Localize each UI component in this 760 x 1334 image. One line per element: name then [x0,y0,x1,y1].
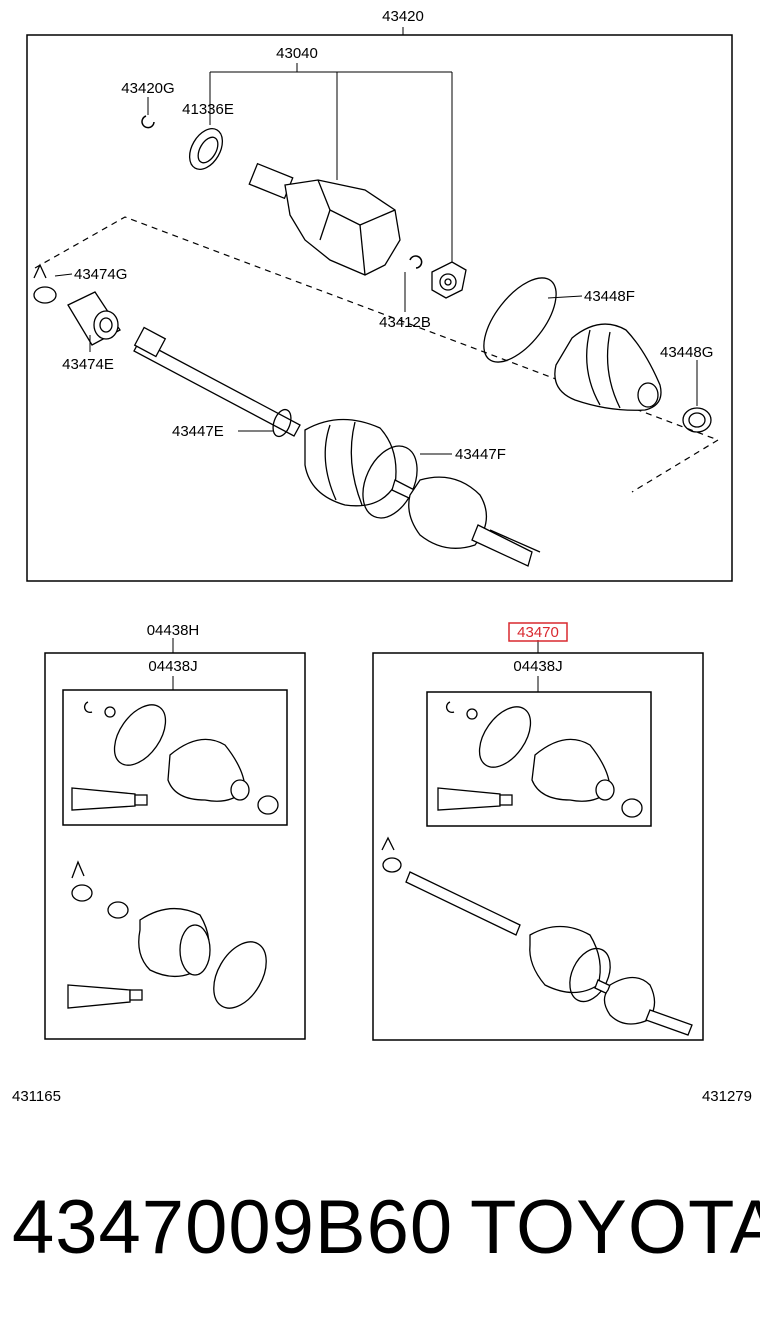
kit-left-frame [44,652,306,1040]
kit-right-inner-frame [426,691,652,827]
label-main-assembly[interactable]: 43420 [382,8,424,25]
inboard-joint-housing [248,162,401,276]
footer-left-code: 431165 [12,1088,61,1105]
boot-inner-part [304,418,397,507]
damper-part [67,291,121,346]
label-inboard-joint[interactable]: 43040 [276,45,318,62]
outboard-joint [391,476,541,567]
label-kit-left[interactable]: 04438H [147,622,200,639]
clamp-b-part [682,407,712,433]
seal-part [188,128,224,170]
label-seal[interactable]: 41336E [182,101,234,118]
kit-right-shaft-assembly [381,836,693,1036]
label-clamp-a[interactable]: 43474G [74,266,127,283]
footer-right-code: 431279 [701,1088,752,1105]
label-band-a[interactable]: 43448F [584,288,635,305]
boot-outer-part [554,323,662,411]
drive-shaft [133,326,301,437]
label-snap-ring-a[interactable]: 43420G [121,80,174,97]
kit-left-outer-parts [67,860,267,1009]
brand-name: TOYOTA [470,1185,760,1270]
label-band-outer[interactable]: 43447F [455,446,506,463]
kit-right-inner-parts [437,701,643,818]
main-assembly-frame [26,34,733,582]
band-a-part [483,277,557,363]
label-kit-left-inner[interactable]: 04438J [148,658,197,675]
label-band-inner[interactable]: 43447E [172,423,224,440]
label-damper[interactable]: 43474E [62,356,114,373]
kit-left-inner-frame [62,689,288,826]
label-clamp-b[interactable]: 43448G [660,344,713,361]
snap-ring-b-part [409,255,423,269]
kit-right-frame [372,652,704,1041]
clamp-a-part [33,263,57,304]
kit-left-inner-parts [71,701,279,815]
snap-ring-a-part [141,115,155,129]
part-number: 4347009B60 [12,1185,454,1270]
tripod-part [431,261,467,299]
label-kit-right[interactable]: 43470 [517,624,559,641]
label-snap-ring-b[interactable]: 43412B [379,314,431,331]
kit-right-highlight [508,622,568,642]
label-kit-right-inner[interactable]: 04438J [513,658,562,675]
band-inner-part [272,408,292,438]
exploded-region-outline [34,216,720,493]
